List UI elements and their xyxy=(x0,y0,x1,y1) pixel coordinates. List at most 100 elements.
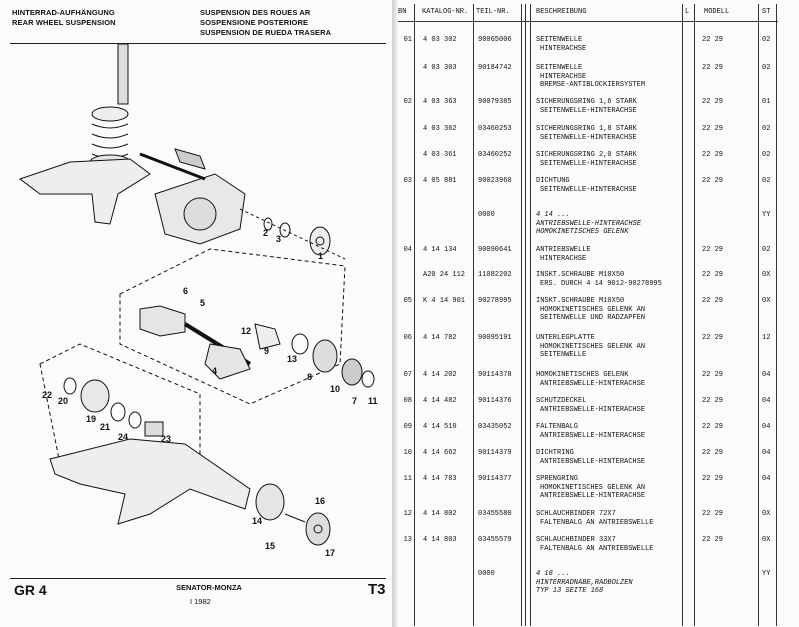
part-number: 03460252 xyxy=(478,151,512,159)
catalog-number: K 4 14 901 xyxy=(423,297,466,305)
row-number: 10 xyxy=(403,449,412,457)
description-line: TYP 13 SEITE 168 xyxy=(536,587,604,595)
row-number: 05 xyxy=(403,297,412,305)
catalog-number: 4 14 783 xyxy=(423,475,457,483)
catalog-number: 4 03 361 xyxy=(423,151,457,159)
quantity-code: 04 xyxy=(762,397,771,405)
callout-label: 10 xyxy=(330,384,340,394)
exploded-parts-diagram: 1 2 3 4 5 6 7 8 9 10 11 12 13 14 15 16 1… xyxy=(18,44,378,558)
column-rule xyxy=(694,4,695,626)
quantity-code: 0X xyxy=(762,271,771,279)
description-line: HOMOKINETISCHES GELENK xyxy=(536,371,629,379)
column-header: BN xyxy=(398,8,407,16)
spring-strut-drawing xyxy=(89,44,131,170)
column-header: ST xyxy=(762,8,771,16)
description-line: INSKT.SCHRAUBE M10X50 xyxy=(536,297,625,305)
description-line: BREMSE-ANTIBLOCKIERSYSTEM xyxy=(540,81,646,89)
description-line: SCHLAUCHBINDER 33X7 xyxy=(536,536,616,544)
callout-label: 2 xyxy=(263,228,268,238)
description-line: HINTERRADNABE,RADBOLZEN xyxy=(536,578,633,587)
callout-label: 8 xyxy=(307,372,312,382)
quantity-code: 02 xyxy=(762,151,771,159)
description-line: SEITENWELLE xyxy=(536,36,583,44)
part-number: 0000 xyxy=(478,211,495,219)
column-header: TEIL-NR. xyxy=(476,8,510,16)
quantity-code: 0X xyxy=(762,297,771,305)
catalog-number: 4 14 482 xyxy=(423,397,457,405)
part-number: 03455579 xyxy=(478,536,512,544)
description-line: 4 14 ... xyxy=(536,211,570,219)
row-number: 11 xyxy=(403,475,412,483)
description-line: HINTERACHSE xyxy=(540,254,587,263)
quantity-code: 04 xyxy=(762,371,771,379)
description-line: SICHERUNGSRING 1,8 STARK xyxy=(536,125,637,133)
description-line: ANTRIEBSWELLE xyxy=(536,246,591,254)
catalog-number: 4 03 362 xyxy=(423,125,457,133)
quantity-code: 02 xyxy=(762,125,771,133)
header-title-de: HINTERRAD-AUFHÄNGUNG REAR WHEEL SUSPENSI… xyxy=(12,8,116,28)
quantity-code: 02 xyxy=(762,64,771,72)
assembly-outline xyxy=(119,248,346,405)
catalog-number: 4 05 881 xyxy=(423,177,457,185)
group-number: GR 4 xyxy=(14,582,47,598)
row-number: 04 xyxy=(403,246,412,254)
page-code: T3 xyxy=(368,581,386,598)
description-line: INSKT.SCHRAUBE M10X50 xyxy=(536,271,625,279)
parts-table: BN KATALOG-NR. TEIL-NR. BESCHREIBUNG L M… xyxy=(398,0,799,627)
description-line: FALTENBALG AN ANTRIEBSWELLE xyxy=(540,544,654,553)
part-number: 90114379 xyxy=(478,449,512,457)
catalog-number: 4 03 363 xyxy=(423,98,457,106)
description-line: SEITENWELLE-HINTERACHSE xyxy=(540,133,637,142)
header-divider xyxy=(398,21,778,22)
description-line: DICHTRING xyxy=(536,449,574,457)
column-rule xyxy=(530,4,531,626)
header-line: SUSPENSION DE RUEDA TRASERA xyxy=(200,28,332,37)
description-line: ANTRIEBSWELLE-HINTERACHSE xyxy=(540,431,646,440)
callout-label: 13 xyxy=(287,354,297,364)
callout-label: 4 xyxy=(212,366,217,376)
description-line: HOMOKINETISCHES GELENK xyxy=(536,228,629,236)
edition-date: I 1982 xyxy=(190,597,211,606)
part-number: 90114378 xyxy=(478,371,512,379)
quantity-code: 0X xyxy=(762,536,771,544)
header-line: SUSPENSION DES ROUES AR xyxy=(200,8,311,17)
callout-label: 5 xyxy=(200,298,205,308)
quantity-code: 04 xyxy=(762,423,771,431)
row-number: 01 xyxy=(403,36,412,44)
model-codes: 22 29 xyxy=(702,246,724,254)
column-rule xyxy=(758,4,759,626)
model-codes: 22 29 xyxy=(702,125,724,133)
model-codes: 22 29 xyxy=(702,475,724,483)
callout-label: 12 xyxy=(241,326,251,336)
part-number: 90184742 xyxy=(478,64,512,72)
upper-trailing-arm-drawing xyxy=(18,158,151,225)
description-line: UNTERLEGPLATTE xyxy=(536,334,595,342)
catalog-number: 4 14 782 xyxy=(423,334,457,342)
quantity-code: YY xyxy=(762,570,771,578)
column-rule xyxy=(776,4,777,626)
callout-label: 24 xyxy=(118,432,128,442)
part-number: 90278995 xyxy=(478,297,512,305)
catalog-number: A20 24 112 xyxy=(423,271,466,279)
wheel-hub-drawing xyxy=(255,483,331,546)
quantity-code: 12 xyxy=(762,334,771,342)
catalog-number: 4 14 510 xyxy=(423,423,457,431)
row-number: 09 xyxy=(403,423,412,431)
footer-divider xyxy=(10,578,386,579)
model-codes: 22 29 xyxy=(702,397,724,405)
flange-parts-drawing xyxy=(239,208,346,260)
quantity-code: 01 xyxy=(762,98,771,106)
model-codes: 22 29 xyxy=(702,271,724,279)
header-title-other: SUSPENSION DES ROUES AR SOSPENSIONE POST… xyxy=(200,8,331,38)
